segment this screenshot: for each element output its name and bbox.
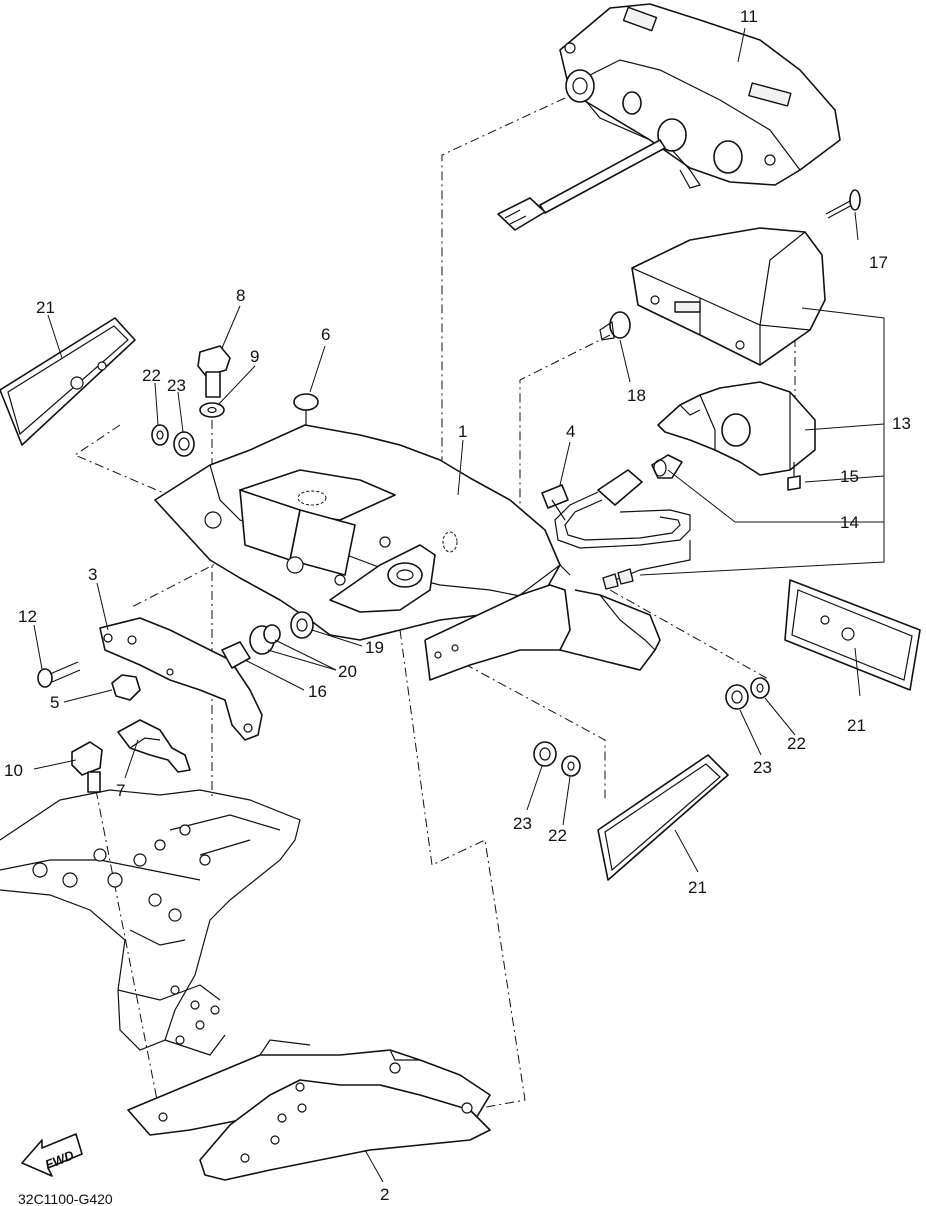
callout-8: 8 [236,286,245,305]
collar-16 [221,641,251,669]
bolt-8 [197,345,231,398]
callout-22-left: 22 [142,366,161,385]
grommet-19 [290,611,314,639]
washer-22-right [750,677,770,699]
frame-section [0,789,301,1056]
callout-17: 17 [869,253,888,272]
callout-23-center: 23 [513,814,532,833]
callout-19: 19 [365,638,384,657]
nut-5 [111,674,141,701]
callout-3: 3 [88,565,97,584]
washer-9 [199,402,225,418]
nut-23-right [725,684,749,710]
callout-12: 12 [18,607,37,626]
callout-9: 9 [250,347,259,366]
reflector-center [597,754,729,881]
callout-6: 6 [321,325,330,344]
callout-21-center: 21 [688,878,707,897]
clamp-7 [117,719,191,773]
callout-13: 13 [892,414,911,433]
rear-fender-1 [154,424,561,641]
leader-lines [33,27,885,1183]
wire-connector [497,197,546,231]
callout-5: 5 [50,693,59,712]
nut-23-left [173,431,195,457]
bulb-socket-left [565,69,595,103]
drawing-code: 32C1100-G420 [18,1191,113,1206]
callout-23-right: 23 [753,758,772,777]
grommet-18 [599,311,631,341]
license-bracket [424,564,661,681]
lower-cover-2 [127,1039,491,1181]
callout-21-right: 21 [847,716,866,735]
tail-bracket-box [239,469,396,576]
bolt-10 [71,741,103,793]
callout-4: 4 [566,422,575,441]
callout-15: 15 [840,467,859,486]
callout-16: 16 [308,682,327,701]
bulb-socket-center [622,91,642,115]
bolt-4 [541,484,569,521]
washer-22-center [561,755,581,777]
reflector-right [784,579,921,691]
license-light-housing [631,227,826,366]
damper-20 [249,624,281,655]
screw-17 [825,189,861,219]
callout-11: 11 [740,7,758,26]
reflector-left [0,317,136,446]
callout-numbers: 1 2 3 4 5 6 7 8 9 10 11 12 13 14 15 16 1… [4,7,911,1204]
callout-2: 2 [380,1185,389,1204]
socket-cord [554,469,691,590]
callout-22-center: 22 [548,826,567,845]
tail-light-lens [497,3,841,231]
callout-1: 1 [458,422,467,441]
screw-15 [787,462,801,491]
callout-22-right: 22 [787,734,806,753]
screw-6 [293,393,319,425]
nut-23-center [533,741,557,767]
bulb-14 [651,454,683,479]
callout-10: 10 [4,761,23,780]
socket-bracket [657,381,816,476]
callout-20: 20 [338,662,357,681]
fwd-arrow-icon: FWD [21,1133,83,1177]
callout-18: 18 [627,386,646,405]
bulb-socket-right [657,118,743,174]
stay-bracket-3 [99,617,263,741]
screw-12 [37,661,81,688]
callout-7: 7 [116,781,125,800]
callout-14: 14 [840,513,859,532]
callout-21-left: 21 [36,298,55,317]
callout-23-left: 23 [167,376,186,395]
washer-22-left [151,424,169,446]
